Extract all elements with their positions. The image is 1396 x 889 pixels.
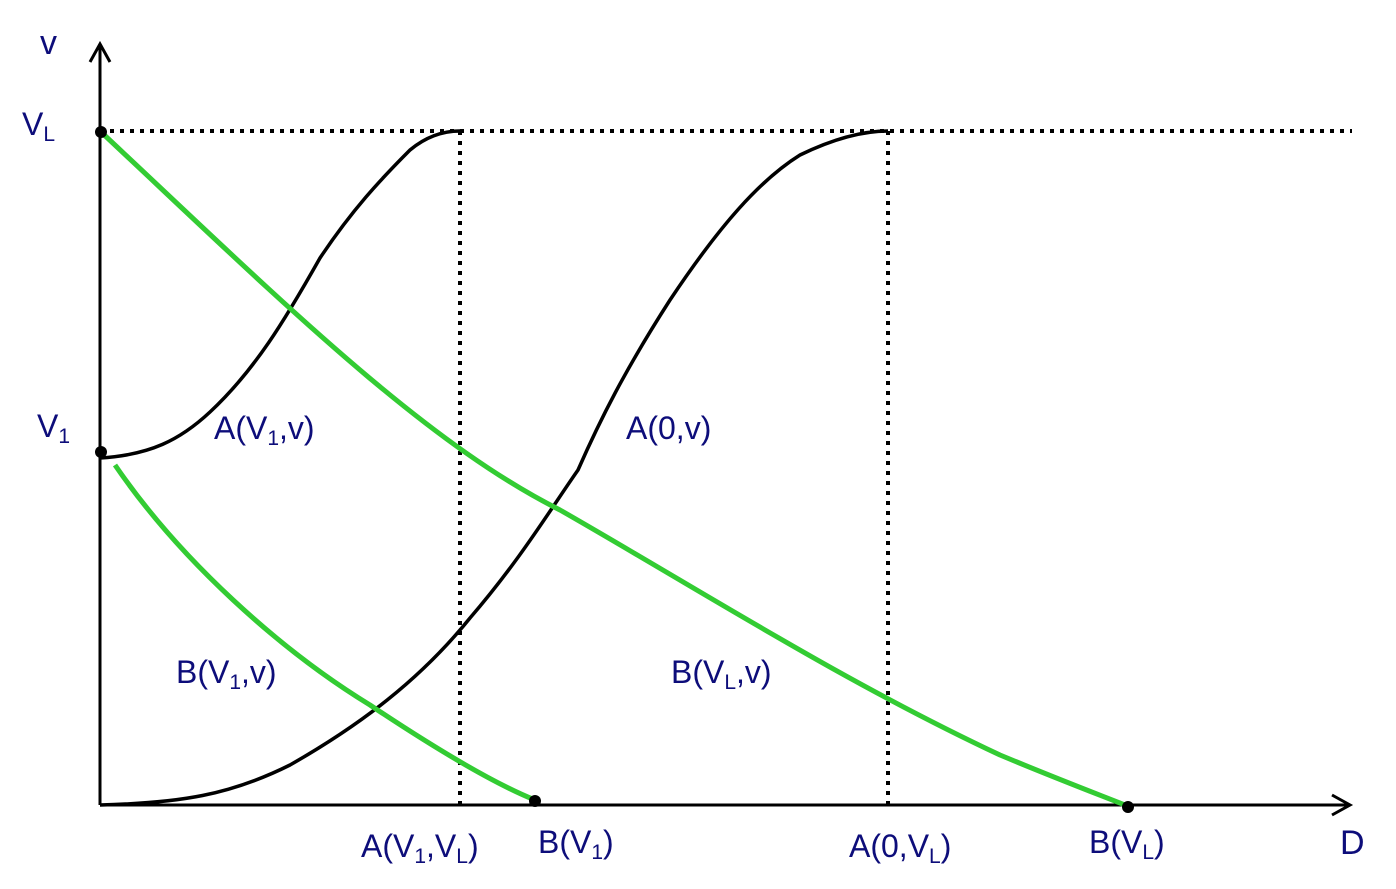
curve-b-vl-v [98, 129, 1131, 810]
label-b-vl-v: B(VL,v) [671, 654, 772, 694]
x-axis-arrow-icon [1331, 793, 1354, 817]
curve-a-v1-v [99, 129, 461, 460]
v1-point [95, 446, 107, 458]
b-v1-point [529, 795, 541, 807]
y-tick-vl: VL [22, 106, 56, 146]
b-vl-point [1122, 801, 1134, 813]
curve-b-v1-v [112, 463, 536, 803]
x-tick-a-0-vl: A(0,VL) [849, 828, 952, 868]
label-a-v1-v: A(V1,v) [214, 410, 315, 450]
x-tick-a-v1-vl: A(V1,VL) [361, 828, 479, 868]
x-tick-b-v1: B(V1) [538, 824, 614, 864]
y-axis-label: v [40, 24, 57, 62]
x-axis-label: D [1340, 824, 1365, 862]
label-b-v1-v: B(V1,v) [176, 654, 277, 694]
curve-a-0-v [99, 129, 889, 807]
label-a-0-v: A(0,v) [626, 410, 712, 446]
vl-point [95, 126, 107, 138]
y-axis-arrow-icon [88, 40, 112, 63]
x-tick-b-vl: B(VL) [1089, 824, 1165, 864]
y-tick-v1: V1 [37, 408, 71, 448]
